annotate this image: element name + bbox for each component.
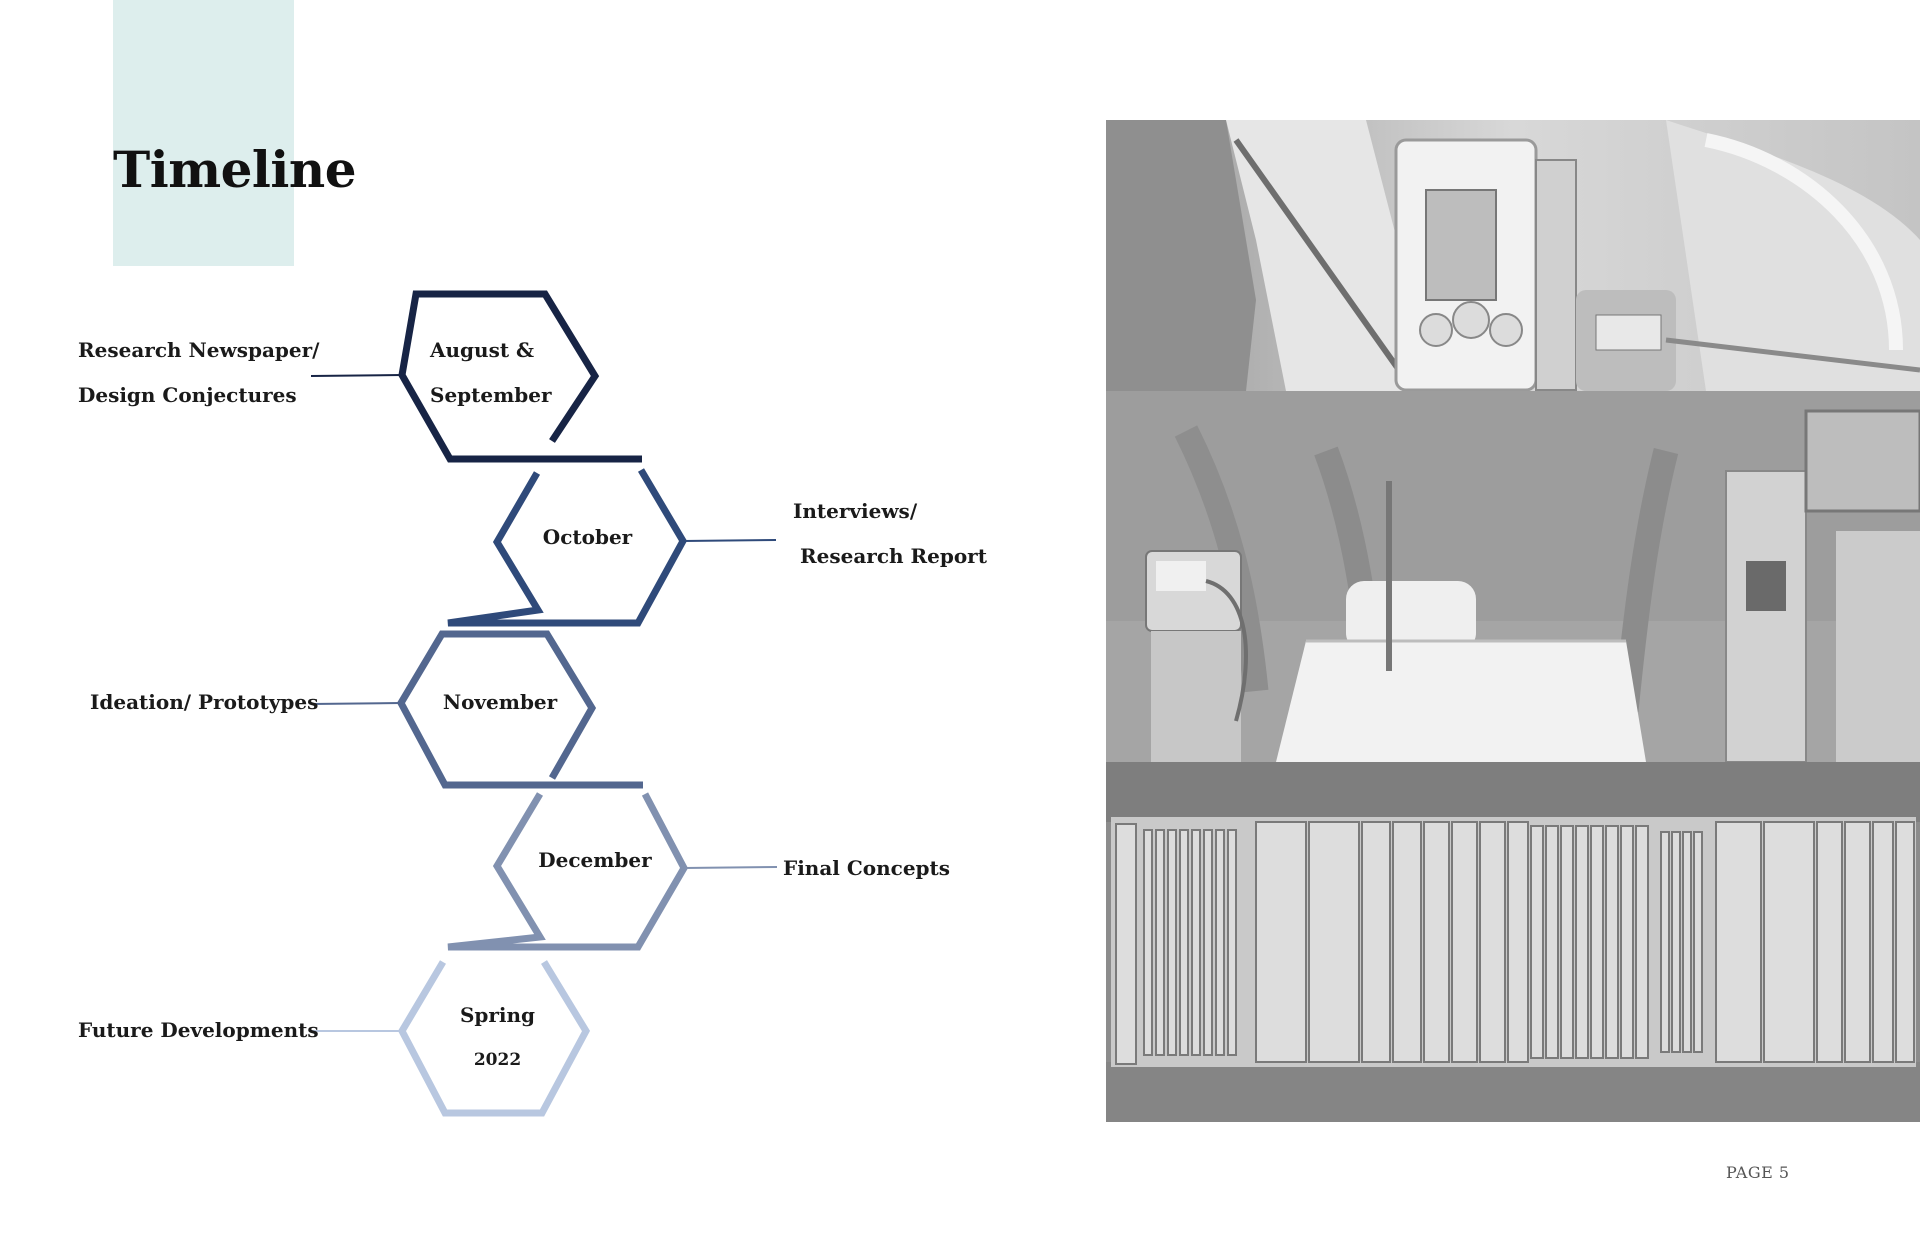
period-label-november: November [425, 680, 575, 725]
activity-line: Research Report [800, 544, 987, 568]
period-label-october: October [510, 515, 665, 560]
period-label-spring-2022: Spring 2022 [425, 993, 570, 1083]
connector-line-december [683, 866, 778, 869]
timeline-stage-august-september [310, 290, 642, 463]
activity-line: Future Developments [78, 1018, 319, 1042]
period-line: December [538, 848, 652, 872]
hex-outline-august-september [398, 290, 642, 463]
title-accent-block [113, 0, 294, 266]
connector-line-august-september [310, 374, 403, 377]
activity-label-final-concepts: Final Concepts [783, 846, 950, 891]
period-line: August & [430, 338, 535, 362]
activity-label-future-developments: Future Developments [78, 1008, 319, 1053]
connector-line-november [310, 702, 402, 705]
period-line: November [442, 690, 558, 714]
hex-outline-november [396, 630, 643, 789]
activity-line: Final Concepts [783, 856, 951, 880]
page-title: Timeline [113, 140, 357, 199]
period-line: 2022 [473, 1050, 522, 1070]
connector-line-october [682, 539, 777, 542]
activity-label-interviews: Interviews/ Research Report [793, 489, 987, 579]
period-label-august-september: August & September [430, 328, 580, 418]
activity-line: Design Conjectures [78, 383, 297, 407]
hex-outline-spring-2022 [397, 960, 591, 1117]
wood-strips-photo [1106, 762, 1920, 1122]
activity-label-ideation: Ideation/ Prototypes [90, 680, 318, 725]
timeline-stage-spring-2022 [311, 960, 591, 1117]
period-line: September [430, 383, 552, 407]
activity-label-research-newspaper: Research Newspaper/ Design Conjectures [78, 328, 319, 418]
timeline-diagram [310, 290, 778, 1117]
activity-line: Interviews/ [793, 499, 918, 523]
period-line: October [542, 525, 633, 549]
timeline-stage-november [310, 630, 643, 789]
period-line: Spring [459, 1003, 536, 1027]
page-number: PAGE 5 [1726, 1163, 1790, 1182]
activity-line: Ideation/ Prototypes [90, 690, 319, 714]
activity-line: Research Newspaper/ [78, 338, 320, 362]
infusion-pump-photo [1106, 120, 1920, 391]
period-label-december: December [515, 838, 675, 883]
hospital-room-photo [1106, 391, 1920, 762]
timeline-stage-december [447, 792, 778, 951]
timeline-stage-october [447, 468, 777, 627]
